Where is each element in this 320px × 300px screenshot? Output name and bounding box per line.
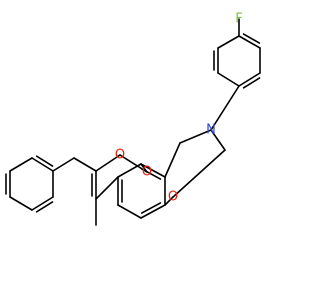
bond [217, 72, 240, 87]
bond [164, 196, 174, 206]
atom-label-nitrogen: N [206, 123, 216, 138]
atom-label-ring-oxygen: O [168, 190, 178, 205]
bond-double [140, 202, 162, 214]
bond [238, 72, 261, 87]
bond-double [35, 155, 54, 167]
bond [95, 154, 121, 172]
bond [73, 157, 97, 172]
bond [238, 35, 261, 49]
bond-double [242, 77, 261, 89]
bond [95, 176, 119, 200]
bond [172, 149, 226, 198]
bond [9, 196, 33, 211]
bond [179, 129, 212, 144]
atom-label-fluorine: F [235, 12, 242, 27]
bond-layer [5, 18, 261, 226]
bond [9, 157, 33, 172]
bond [31, 157, 54, 172]
bond [31, 196, 54, 211]
bond [117, 204, 142, 219]
atom-label-layer: F N O O O [115, 12, 243, 205]
bond [210, 85, 240, 131]
bond [119, 154, 148, 173]
bond [52, 157, 75, 172]
bond [217, 35, 240, 49]
atom-label-carbonyl-oxygen: O [115, 148, 125, 163]
bond [164, 142, 181, 178]
structure-canvas: F N O O O [5, 12, 261, 226]
bond [140, 163, 166, 178]
bond-double [242, 33, 261, 44]
bond [140, 204, 166, 219]
molecule-structure: F N O O O [5, 12, 261, 226]
atom-label-lactone-oxygen: O [142, 165, 152, 180]
bond-double [35, 201, 54, 213]
bond [210, 129, 226, 151]
